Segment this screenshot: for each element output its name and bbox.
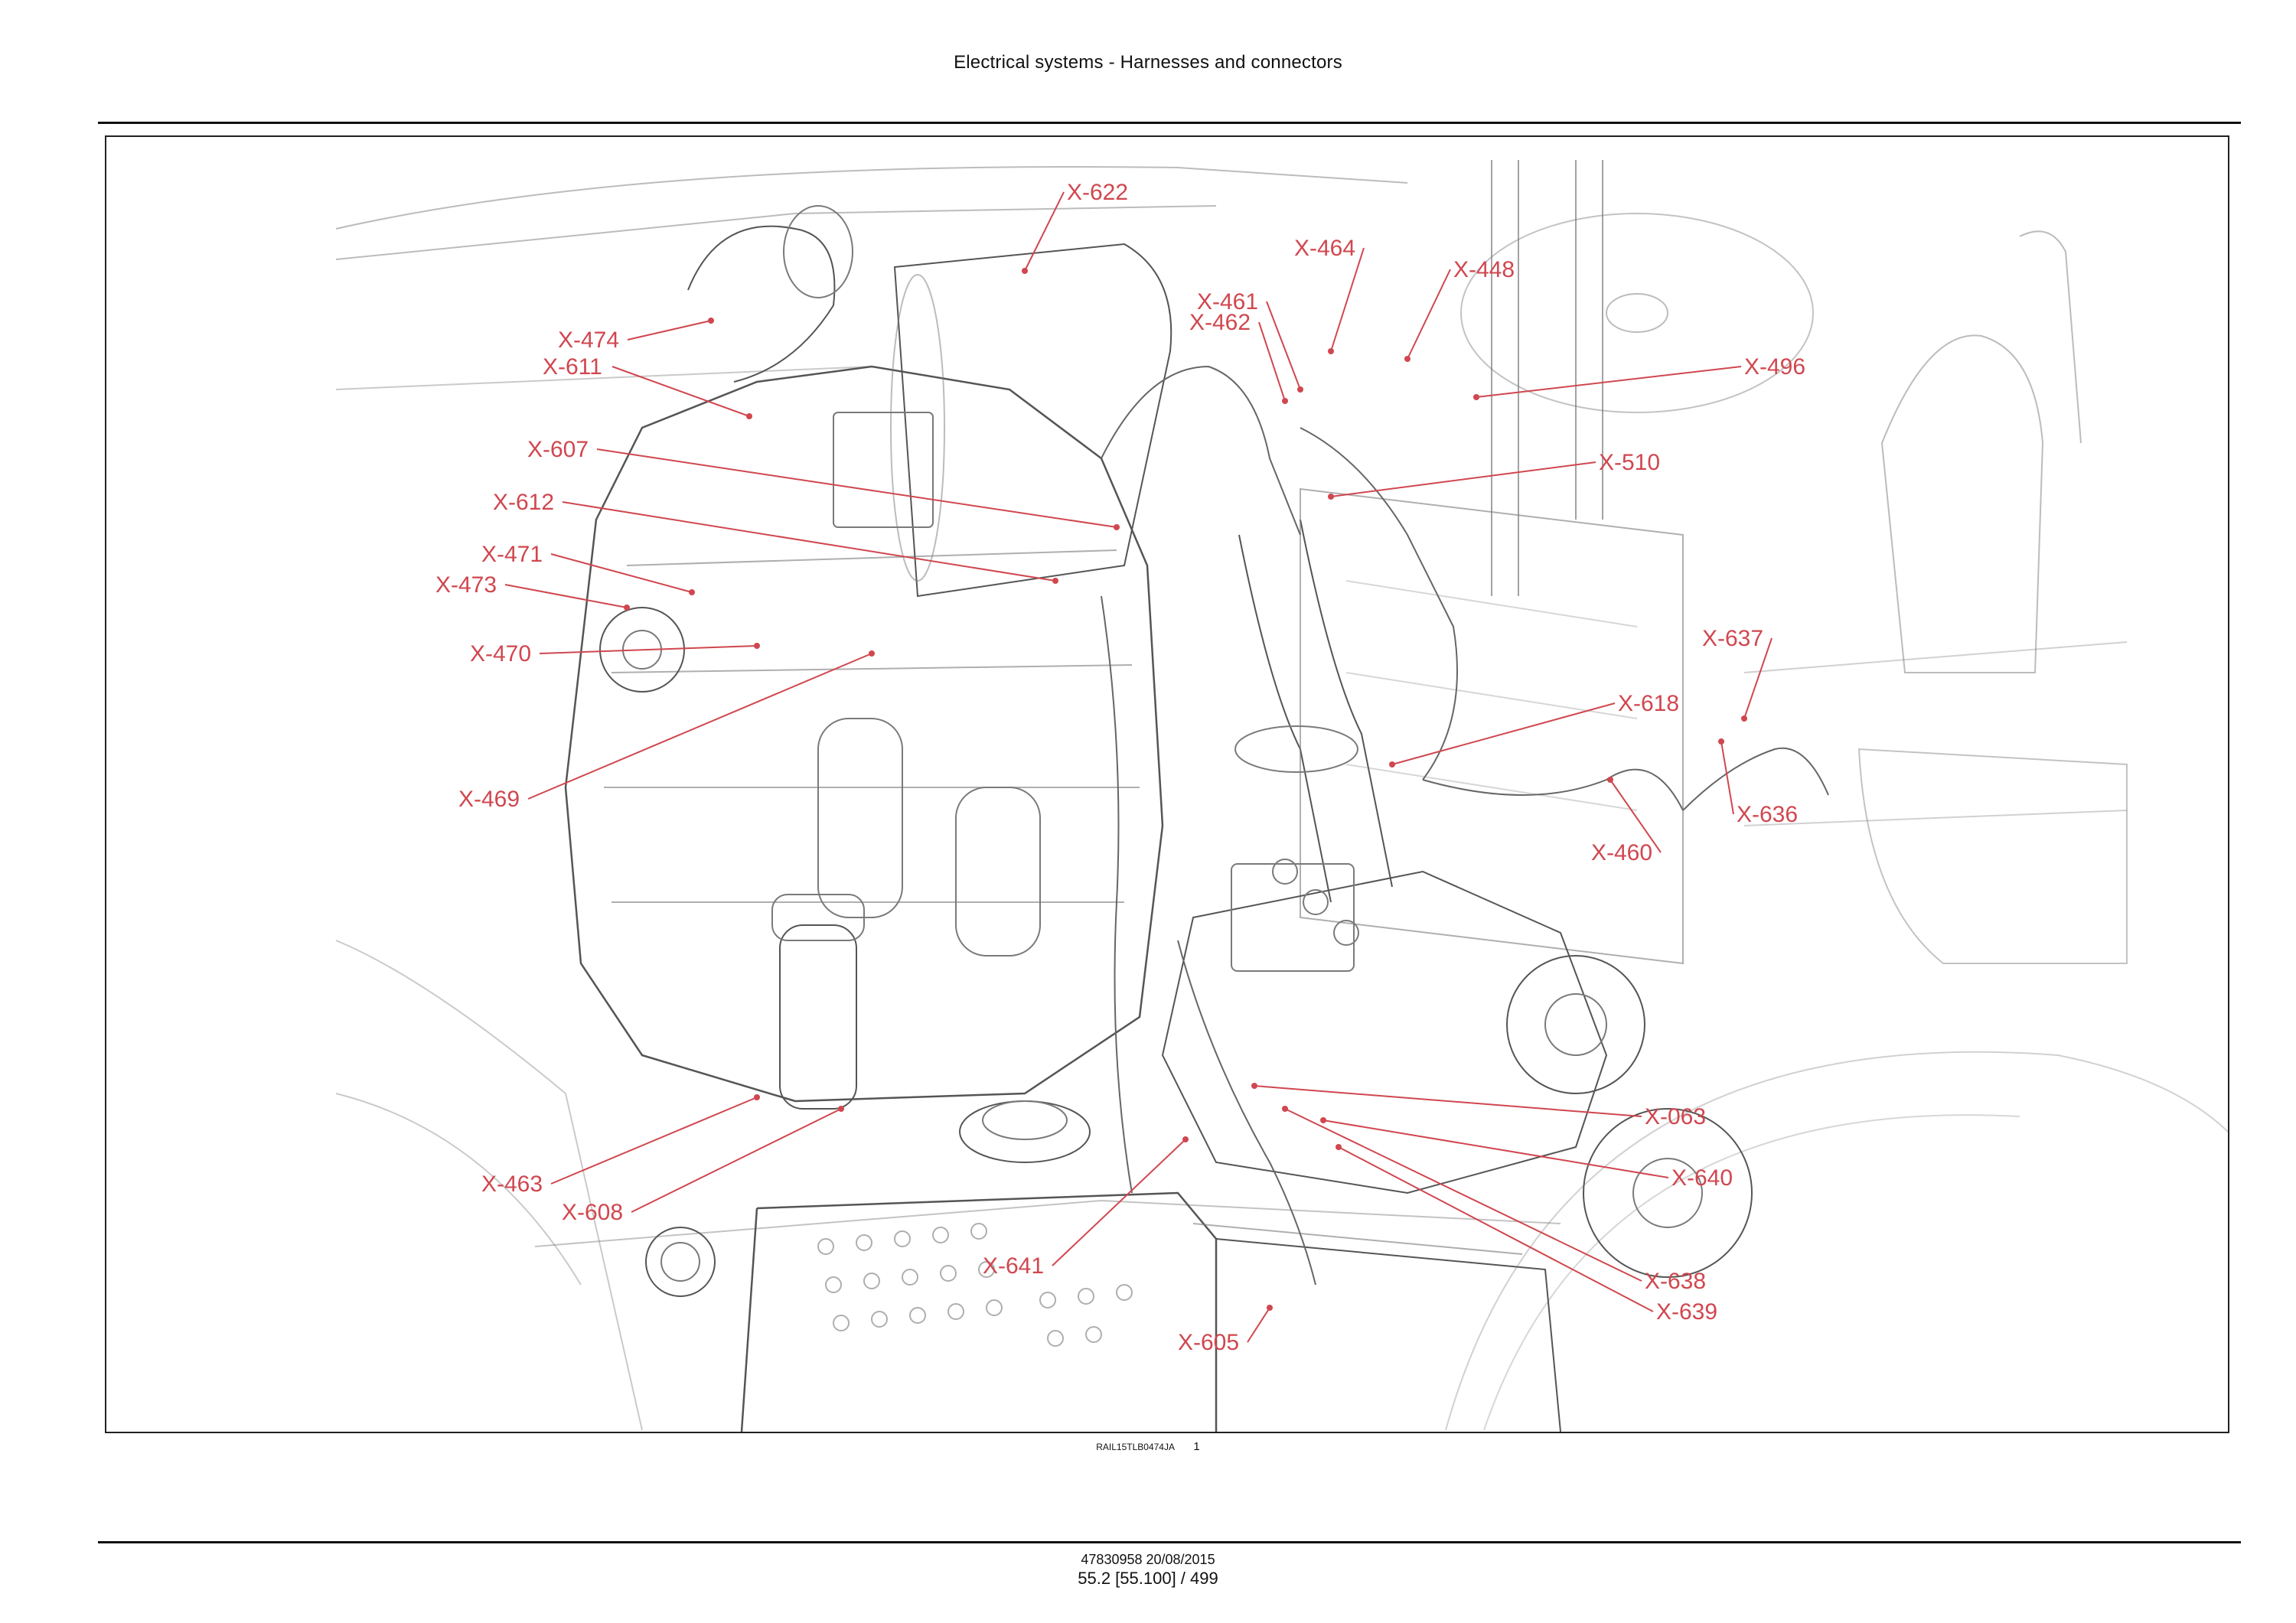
- footer-rule: [98, 1541, 2241, 1543]
- leader-point-x-471: [689, 589, 695, 595]
- footer-doc-id: 47830958 20/08/2015: [1081, 1552, 1215, 1567]
- callout-label-x-063: X-063: [1645, 1104, 1706, 1129]
- callout-label-x-638: X-638: [1645, 1269, 1706, 1294]
- leader-point-x-448: [1404, 356, 1411, 362]
- leader-point-x-608: [838, 1106, 844, 1112]
- callout-label-x-608: X-608: [562, 1200, 623, 1225]
- leader-line-x-611: [612, 366, 750, 417]
- leader-point-x-636: [1718, 738, 1724, 745]
- leader-line-x-448: [1407, 269, 1451, 360]
- leader-point-x-463: [754, 1094, 760, 1100]
- leader-line-x-461: [1266, 301, 1301, 390]
- callout-label-x-474: X-474: [558, 328, 619, 353]
- leader-line-x-618: [1391, 702, 1616, 765]
- leader-line-x-637: [1743, 637, 1773, 719]
- leader-line-x-464: [1330, 247, 1365, 352]
- leader-point-x-637: [1741, 715, 1747, 722]
- leader-point-x-470: [754, 643, 760, 649]
- callout-label-x-641: X-641: [983, 1253, 1044, 1279]
- leader-point-x-510: [1328, 494, 1334, 500]
- engine-line-art: [335, 160, 2228, 1432]
- callout-label-x-461: X-461: [1197, 289, 1258, 314]
- leader-line-x-471: [550, 553, 693, 593]
- leader-point-x-461: [1297, 386, 1303, 393]
- figure-caption: RAIL15TLB0474JA 1: [0, 1440, 2296, 1454]
- callout-label-x-510: X-510: [1599, 450, 1660, 475]
- callout-label-x-611: X-611: [543, 354, 602, 380]
- callout-label-x-612: X-612: [493, 490, 554, 515]
- figure-reference: RAIL15TLB0474JA: [1096, 1442, 1175, 1452]
- leader-line-x-608: [631, 1108, 842, 1213]
- callout-label-x-462: X-462: [1189, 310, 1251, 335]
- callout-label-x-471: X-471: [481, 542, 543, 567]
- leader-line-x-470: [539, 645, 758, 654]
- leader-point-x-607: [1114, 524, 1120, 530]
- callout-label-x-464: X-464: [1294, 236, 1355, 261]
- callout-label-x-636: X-636: [1737, 802, 1798, 827]
- footer-page-number: 55.2 [55.100] / 499: [1078, 1569, 1218, 1588]
- leader-point-x-612: [1052, 578, 1058, 584]
- leader-point-x-473: [624, 605, 630, 611]
- callout-label-x-605: X-605: [1178, 1330, 1239, 1355]
- leader-line-x-641: [1052, 1139, 1186, 1266]
- callout-label-x-639: X-639: [1656, 1299, 1717, 1325]
- callout-label-x-469: X-469: [458, 787, 520, 812]
- leader-point-x-641: [1182, 1136, 1189, 1142]
- leader-point-x-462: [1282, 398, 1288, 404]
- leader-point-x-622: [1022, 268, 1028, 274]
- leader-line-x-469: [527, 653, 872, 800]
- leader-point-x-605: [1267, 1305, 1273, 1311]
- leader-line-x-638: [1284, 1108, 1642, 1282]
- callout-label-x-618: X-618: [1618, 691, 1679, 716]
- leader-line-x-496: [1476, 366, 1742, 398]
- leader-line-x-473: [504, 584, 628, 608]
- leader-line-x-474: [627, 320, 712, 341]
- leader-line-x-510: [1330, 461, 1596, 497]
- callout-label-x-463: X-463: [481, 1172, 543, 1197]
- callout-label-x-496: X-496: [1744, 354, 1805, 380]
- leader-point-x-474: [708, 318, 714, 324]
- leader-point-x-460: [1607, 777, 1613, 783]
- leader-point-x-063: [1251, 1083, 1257, 1089]
- callout-label-x-460: X-460: [1591, 840, 1652, 865]
- leader-point-x-618: [1389, 761, 1395, 768]
- leader-line-x-462: [1258, 321, 1286, 402]
- leader-point-x-638: [1282, 1106, 1288, 1112]
- leader-line-x-605: [1247, 1307, 1270, 1343]
- leader-point-x-496: [1473, 394, 1479, 400]
- callout-label-x-622: X-622: [1067, 180, 1128, 205]
- leader-line-x-612: [562, 501, 1056, 582]
- leader-point-x-611: [746, 413, 752, 419]
- leader-line-x-639: [1338, 1146, 1654, 1312]
- leader-line-x-640: [1322, 1119, 1669, 1178]
- figure-number: 1: [1193, 1440, 1200, 1453]
- leader-line-x-463: [550, 1097, 758, 1185]
- leader-point-x-639: [1336, 1144, 1342, 1150]
- callout-label-x-637: X-637: [1702, 626, 1763, 651]
- callout-label-x-470: X-470: [470, 641, 531, 666]
- leader-point-x-640: [1320, 1117, 1326, 1123]
- leader-line-x-063: [1254, 1085, 1642, 1117]
- callout-label-x-607: X-607: [527, 437, 589, 462]
- leader-point-x-469: [869, 650, 875, 657]
- callout-label-x-640: X-640: [1671, 1165, 1733, 1191]
- leader-line-x-607: [596, 448, 1117, 528]
- leader-line-x-636: [1720, 741, 1734, 815]
- callout-label-x-448: X-448: [1453, 257, 1515, 282]
- page-header-title: Electrical systems - Harnesses and conne…: [954, 52, 1342, 73]
- callout-label-x-473: X-473: [435, 572, 497, 598]
- header-rule: [98, 122, 2241, 124]
- leader-point-x-464: [1328, 348, 1334, 354]
- leader-line-x-460: [1609, 779, 1662, 853]
- leader-line-x-622: [1024, 191, 1065, 272]
